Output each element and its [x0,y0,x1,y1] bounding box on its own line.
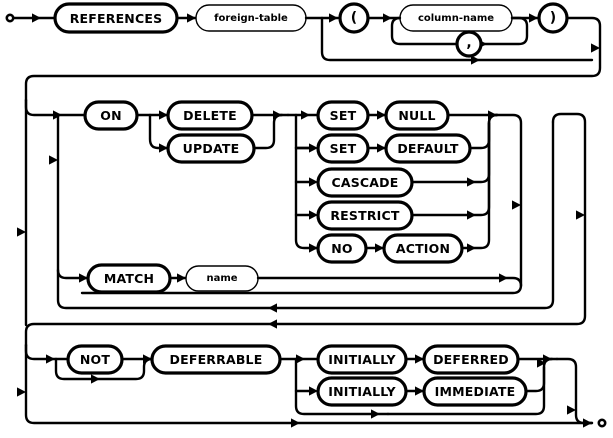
node-no-label: NO [331,241,353,256]
arrow-restrict-merge [467,210,476,220]
rail-skip-columns [320,16,594,62]
node-deferred-label: DEFERRED [433,352,509,367]
arrow-skip-not [91,374,100,384]
node-restrict-label: RESTRICT [330,208,400,223]
arrow-row2-wrap-left [268,319,277,329]
node-references-label: REFERENCES [70,11,163,26]
arrow-lparen-to-colname [383,13,392,23]
arrow-group-repeat-left [268,303,277,313]
arrow-initially-skip [371,409,380,419]
arrow-cascade-merge [467,177,476,187]
rail-split-to-update [148,113,170,150]
arrow-deferrable-out [296,354,305,364]
node-comma-label: , [466,35,471,51]
arrow-actions-collector [512,200,521,210]
node-cascade-label: CASCADE [331,175,398,190]
arrow-final-end [583,418,592,428]
rail-action-merge [460,121,491,250]
node-deferrable-label: DEFERRABLE [170,352,263,367]
arrow-row2-bypass [17,227,26,237]
arrow-group-repeat [49,155,58,165]
rail-row2-to-row3 [24,112,587,347]
node-match-label: MATCH [104,271,154,286]
end-marker [597,418,607,428]
arrow-ref-to-ftable [187,13,196,23]
node-immediate-label: IMMEDIATE [435,384,516,399]
node-initially-deferred-initially-label: INITIALLY [328,352,396,367]
node-set-default-set-label: SET [330,141,357,156]
node-action-label: ACTION [396,241,450,256]
rail-actions-collector [80,113,523,295]
rail-initially-splitter [294,357,390,416]
node-delete-label: DELETE [183,108,237,123]
arrow-update-merge [273,110,282,120]
node-on-label: ON [100,108,122,123]
arrow-start [32,13,41,23]
node-set-null-set-label: SET [330,108,357,123]
rail-to-match [56,268,90,280]
rail-comma-loop-left [390,16,459,46]
rail-initially-bypass [386,365,546,416]
arrow-row1-wrap-down [591,43,600,53]
node-null-label: NULL [398,108,435,123]
rail-row1-to-row2 [24,16,602,102]
arrow-row3-bypass-down [17,387,26,397]
arrow-name-merge [499,273,508,283]
rail-update-merge [252,113,284,150]
arrow-row3-entry [46,354,55,364]
rail-group-repeat-loop [56,113,555,310]
arrow-final-down [567,405,576,415]
node-not-label: NOT [80,352,110,367]
arrow-row2-wrap-down [576,210,585,220]
rail-default-merge [468,113,499,150]
rail-name-merge [256,276,523,288]
node-name-label: name [206,273,237,284]
node-column-name-label: column-name [418,13,494,24]
arrow-ftable-to-lparen [329,13,338,23]
node-foreign-table-label: foreign-table [214,13,288,24]
node-update-label: UPDATE [183,141,240,156]
arrow-action-merge [467,243,476,253]
arrow-colname-to-rparen [529,13,538,23]
node-lparen-label: ( [351,10,357,26]
node-default-label: DEFAULT [397,141,459,156]
rail-actions-splitter [294,113,320,250]
node-initially-immediate-initially-label: INITIALLY [328,384,396,399]
node-rparen-label: ) [550,10,556,26]
arrow-row3-bypass-right [291,418,300,428]
rail-row3-bypass [24,343,594,425]
rail-final-collector [555,357,594,425]
arrow-match-to-name [177,273,186,283]
